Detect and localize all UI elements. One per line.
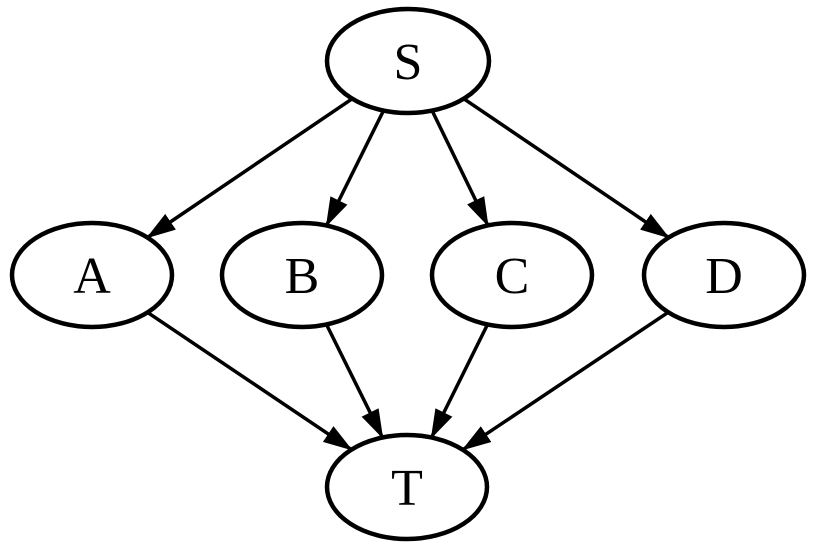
edge-A-T [146, 310, 353, 452]
node-label-A: A [73, 248, 111, 305]
node-label-S: S [394, 34, 423, 91]
node-ellipse-B [219, 220, 385, 330]
edge-D-T [461, 310, 670, 452]
edge-S-B [324, 109, 386, 227]
node-ellipse-D [641, 220, 807, 330]
node-D: D [641, 220, 807, 330]
edge-C-T [429, 323, 490, 439]
node-ellipse-A [9, 220, 175, 330]
node-label-D: D [705, 248, 743, 305]
node-ellipse-S [324, 6, 492, 116]
node-S: S [324, 6, 492, 116]
node-ellipse-C [429, 220, 595, 330]
nodes-layer: S A B C D T [9, 6, 807, 542]
node-T: T [324, 432, 490, 542]
edge-S-C [430, 109, 490, 227]
edge-S-D [462, 97, 670, 239]
node-B: B [219, 220, 385, 330]
edge-S-A [146, 97, 354, 239]
node-ellipse-T [324, 432, 490, 542]
node-A: A [9, 220, 175, 330]
node-label-B: B [285, 248, 320, 305]
node-label-T: T [391, 460, 423, 517]
edges-layer [146, 97, 670, 452]
node-label-C: C [495, 248, 530, 305]
node-C: C [429, 220, 595, 330]
edge-B-T [324, 323, 385, 439]
